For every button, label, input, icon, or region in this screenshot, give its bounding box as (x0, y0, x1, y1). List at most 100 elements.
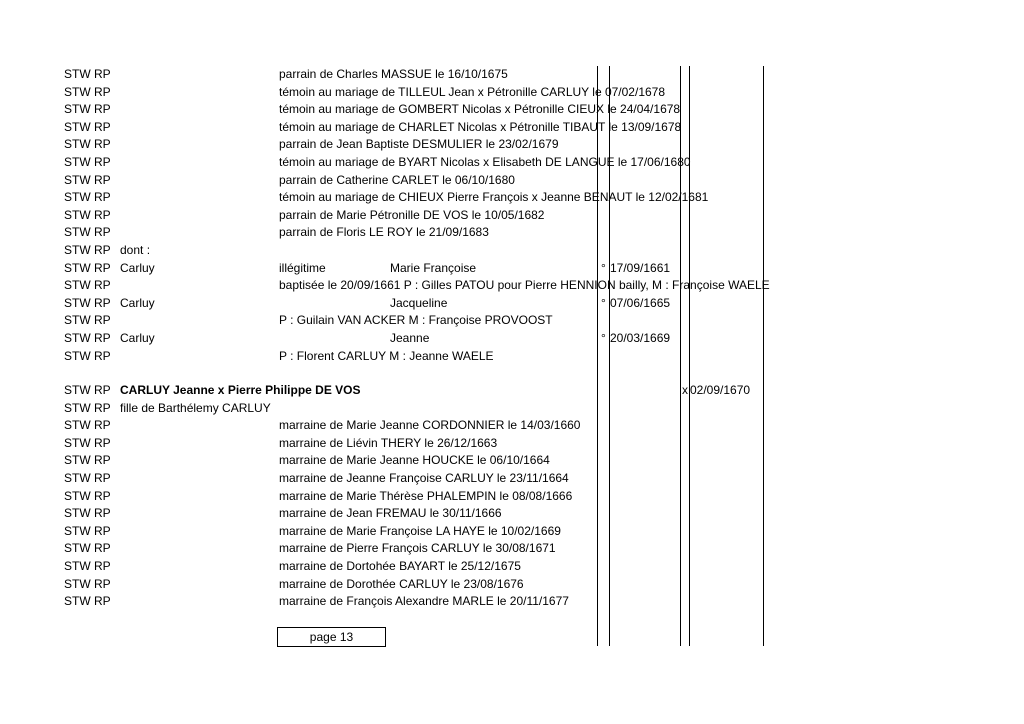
cell-col2: RP (94, 84, 111, 99)
cell-col1: STW (64, 488, 91, 503)
cell-col7: 20/03/1669 (610, 331, 671, 345)
cell-col4: parrain de Floris LE ROY le 21/09/1683 (279, 225, 489, 240)
cell-col1: STW (64, 313, 91, 328)
cell-col1: STW (64, 190, 91, 205)
cell-col2: RP (94, 243, 111, 257)
cell-col2: RP (94, 190, 111, 205)
cell-col6: ° (601, 331, 606, 345)
cell-col1: STW (64, 207, 91, 222)
cell-col1: STW (64, 102, 91, 117)
cell-col2: RP (94, 453, 111, 468)
cell-col2: RP (94, 119, 111, 134)
cell-col3: fille de Barthélemy CARLUY (120, 400, 271, 415)
cell-col2: RP (94, 67, 111, 81)
cell-col5: Jacqueline (390, 295, 448, 310)
page-number-box: page 13 (277, 627, 386, 647)
cell-col1: STW (64, 523, 91, 538)
cell-col1: STW (64, 453, 91, 468)
cell-col1: STW (64, 243, 91, 257)
cell-col2: RP (94, 541, 111, 556)
cell-col4: parrain de Charles MASSUE le 16/10/1675 (279, 67, 508, 81)
column-rule (680, 66, 681, 646)
cell-col1: STW (64, 594, 91, 609)
cell-col1: STW (64, 225, 91, 240)
cell-col3: CARLUY Jeanne x Pierre Philippe DE VOS (120, 383, 361, 397)
cell-col2: RP (94, 102, 111, 117)
cell-col2: RP (94, 295, 111, 310)
cell-col4: marraine de Jeanne Françoise CARLUY le 2… (279, 471, 569, 485)
cell-col1: STW (64, 435, 91, 450)
column-rule (763, 66, 764, 646)
cell-col4: marraine de Marie Thérèse PHALEMPIN le 0… (279, 488, 573, 503)
cell-col4: baptisée le 20/09/1661 P : Gilles PATOU … (279, 278, 770, 293)
cell-col2: RP (94, 418, 111, 433)
cell-col4: témoin au mariage de BYART Nicolas x Eli… (279, 155, 691, 169)
cell-col4: marraine de Marie Jeanne HOUCKE le 06/10… (279, 453, 550, 468)
cell-col4: marraine de Dortohée BAYART le 25/12/167… (279, 559, 521, 573)
column-rule (609, 66, 610, 646)
cell-col2: RP (94, 155, 111, 169)
cell-col2: RP (94, 594, 111, 609)
cell-col2: RP (94, 383, 111, 397)
cell-col4: marraine de François Alexandre MARLE le … (279, 594, 569, 609)
cell-col2: RP (94, 260, 111, 275)
cell-col4: témoin au mariage de CHIEUX Pierre Franç… (279, 190, 709, 205)
cell-col4: marraine de Marie Françoise LA HAYE le 1… (279, 523, 561, 538)
cell-col2: RP (94, 435, 111, 450)
cell-col2: RP (94, 172, 111, 187)
cell-col6: ° (601, 295, 606, 310)
cell-col9: 02/09/1670 (690, 383, 751, 397)
cell-col1: STW (64, 172, 91, 187)
cell-col3: Carluy (120, 295, 155, 310)
cell-col1: STW (64, 260, 91, 275)
cell-col2: RP (94, 559, 111, 573)
column-rule (689, 66, 690, 646)
cell-col2: RP (94, 523, 111, 538)
cell-col5: Jeanne (390, 331, 430, 345)
page-number: page 13 (309, 630, 354, 644)
cell-col1: STW (64, 471, 91, 485)
cell-col1: STW (64, 278, 91, 293)
cell-col4: témoin au mariage de TILLEUL Jean x Pétr… (279, 84, 666, 99)
cell-col4: marraine de Jean FREMAU le 30/11/1666 (279, 506, 502, 521)
cell-col4: marraine de Liévin THERY le 26/12/1663 (279, 435, 498, 450)
cell-col4: parrain de Jean Baptiste DESMULIER le 23… (279, 137, 559, 152)
cell-col2: RP (94, 506, 111, 521)
cell-col1: STW (64, 67, 91, 81)
cell-col5: Marie Françoise (390, 260, 477, 275)
cell-col1: STW (64, 576, 91, 591)
cell-col2: RP (94, 278, 111, 293)
cell-col2: RP (94, 313, 111, 328)
cell-col7: 07/06/1665 (610, 295, 671, 310)
cell-col3: Carluy (120, 260, 155, 275)
cell-col2: RP (94, 331, 111, 345)
cell-col1: STW (64, 137, 91, 152)
column-rule (597, 66, 598, 646)
cell-col1: STW (64, 559, 91, 573)
cell-col4: marraine de Marie Jeanne CORDONNIER le 1… (279, 418, 581, 433)
cell-col3: dont : (120, 243, 151, 257)
cell-col1: STW (64, 84, 91, 99)
cell-col2: RP (94, 400, 111, 415)
cell-col1: STW (64, 541, 91, 556)
cell-col4: parrain de Catherine CARLET le 06/10/168… (279, 172, 515, 187)
cell-col2: RP (94, 348, 111, 363)
cell-col1: STW (64, 295, 91, 310)
cell-col1: STW (64, 400, 91, 415)
cell-col1: STW (64, 418, 91, 433)
cell-col1: STW (64, 383, 91, 397)
cell-col4: témoin au mariage de CHARLET Nicolas x P… (279, 119, 682, 134)
cell-col4: parrain de Marie Pétronille DE VOS le 10… (279, 207, 545, 222)
cell-col7: 17/09/1661 (610, 260, 671, 275)
cell-col1: STW (64, 506, 91, 521)
cell-col4: P : Florent CARLUY M : Jeanne WAELE (279, 348, 494, 363)
cell-col1: STW (64, 119, 91, 134)
cell-col2: RP (94, 576, 111, 591)
cell-col1: STW (64, 331, 91, 345)
cell-col4: marraine de Pierre François CARLUY le 30… (279, 541, 556, 556)
cell-col1: STW (64, 348, 91, 363)
cell-col4: marraine de Dorothée CARLUY le 23/08/167… (279, 576, 524, 591)
cell-col1: STW (64, 155, 91, 169)
cell-col4: témoin au mariage de GOMBERT Nicolas x P… (279, 102, 681, 117)
cell-col2: RP (94, 207, 111, 222)
